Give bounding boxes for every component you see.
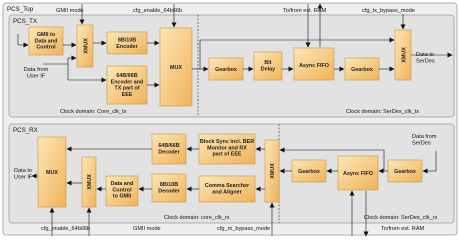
- tx-connections: [17, 3, 453, 88]
- tx-bypass-label: cfg_tx_bypass_mode: [362, 8, 415, 14]
- rx-connections: [31, 146, 437, 237]
- svg-text:Gearbox: Gearbox: [394, 169, 416, 175]
- tx-ext-ram-label: To/from ext. RAM: [283, 8, 327, 14]
- rx-ext-ram-label: To/from ext. RAM: [381, 226, 425, 232]
- pcs-block-diagram: PCS_Top PCS_TX Clock domain: Core_clk_tx…: [2, 2, 458, 237]
- svg-text:XMUX: XMUX: [270, 163, 276, 179]
- pcs-tx-title: PCS_TX: [13, 18, 37, 25]
- rx-async-fifo-block: Async FIFO: [337, 155, 379, 191]
- svg-text:Gearbox: Gearbox: [298, 169, 320, 175]
- pcs-top-title: PCS_Top: [7, 6, 34, 13]
- svg-text:Async FIFO: Async FIFO: [343, 171, 373, 177]
- svg-text:XMUX: XMUX: [87, 174, 93, 190]
- tx-gearbox1-block: Gearbox: [208, 57, 244, 81]
- svg-text:Gearbox: Gearbox: [351, 67, 373, 73]
- tx-gmii-mode-label: GMII mode: [56, 8, 84, 14]
- rx-xmux4-block: XMUX: [264, 139, 280, 203]
- rx-bypass-label: cfg_rx_bypass_mode: [217, 226, 270, 232]
- rx-mux-out-block: MUX: [37, 136, 67, 208]
- rx-cfg-enable-label: cfg_enable_64b66b: [41, 226, 90, 232]
- svg-text:MUX: MUX: [170, 65, 182, 71]
- rx-xmux3-block: XMUX: [81, 156, 97, 208]
- tx-clock-core-label: Clock domain: Core_clk_tx: [60, 109, 127, 115]
- rx-gearbox3-block: Gearbox: [291, 159, 327, 183]
- tx-clock-serdes-label: Clock domain: SerDes_clk_tx: [346, 109, 419, 115]
- svg-text:XMUX: XMUX: [84, 38, 90, 54]
- tx-async-fifo-block: Async FIFO: [293, 47, 335, 81]
- tx-mux-main-block: MUX: [159, 27, 193, 107]
- rx-gmii-mode-label: GMII mode: [133, 226, 161, 232]
- tx-xmux1-block: XMUX: [76, 24, 94, 68]
- pcs-rx-title: PCS_RX: [13, 127, 38, 134]
- svg-text:MUX: MUX: [46, 170, 58, 176]
- svg-text:Gearbox: Gearbox: [215, 67, 237, 73]
- rx-clock-serdes-label: Clock domain: SerDes_clk_rx: [364, 215, 438, 221]
- tx-xmux2-block: XMUX: [394, 29, 412, 81]
- rx-gearbox4-block: Gearbox: [387, 159, 423, 183]
- rx-clock-core-label: Clock domain: core_clk_rx: [164, 215, 230, 221]
- svg-text:XMUX: XMUX: [402, 47, 408, 63]
- tx-cfg-enable-label: cfg_enable_64b66b: [133, 8, 182, 14]
- svg-text:Async FIFO: Async FIFO: [299, 63, 329, 69]
- tx-gearbox2-block: Gearbox: [344, 57, 380, 81]
